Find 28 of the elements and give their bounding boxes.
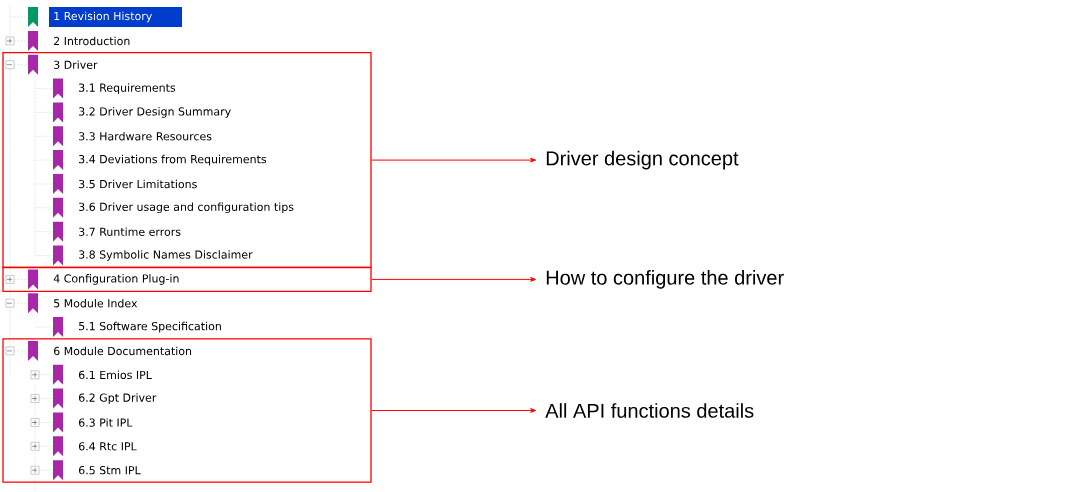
annotation: How to configure the driver <box>546 270 784 289</box>
tree-item: 5 Module Index <box>54 298 138 308</box>
highlight-box <box>2 266 372 293</box>
tree-item: 6 Module Documentation <box>54 346 192 356</box>
tree-item: 6.5 Stm IPL <box>79 466 141 475</box>
tree-item: 3.1 Requirements <box>79 83 176 94</box>
tree-item: 3 Driver <box>54 60 98 69</box>
tree-item: 3.6 Driver usage and configuration tips <box>79 202 294 214</box>
arrow <box>371 408 537 413</box>
arrow <box>371 157 537 163</box>
tree-item: 3.7 Runtime errors <box>79 227 181 236</box>
arrow <box>371 277 537 282</box>
tree-item: 3.3 Hardware Resources <box>79 131 212 141</box>
highlight-box <box>2 52 372 269</box>
tree-item: 1 Revision History <box>54 11 152 23</box>
tree-item: 6.4 Rtc IPL <box>79 442 137 451</box>
tree-item: 3.2 Driver Design Summary <box>79 107 231 118</box>
highlight-box <box>2 338 372 483</box>
annotation: All API functions details <box>545 403 754 418</box>
tree-item: 6.3 Pit IPL <box>79 418 133 427</box>
tree-item: 6.1 Emios IPL <box>79 370 152 380</box>
tree-item: 6.2 Gpt Driver <box>79 393 157 404</box>
tree-item: 3.8 Symbolic Names Disclaimer <box>79 250 253 261</box>
tree-item: 3.4 Deviations from Requirements <box>79 154 267 166</box>
tree-item: 4 Configuration Plug-in <box>53 274 179 285</box>
annotation: Driver design concept <box>546 150 739 170</box>
tree-item: 5.1 Software Specification <box>79 321 221 333</box>
tree-item: 3.5 Driver Limitations <box>79 179 197 189</box>
